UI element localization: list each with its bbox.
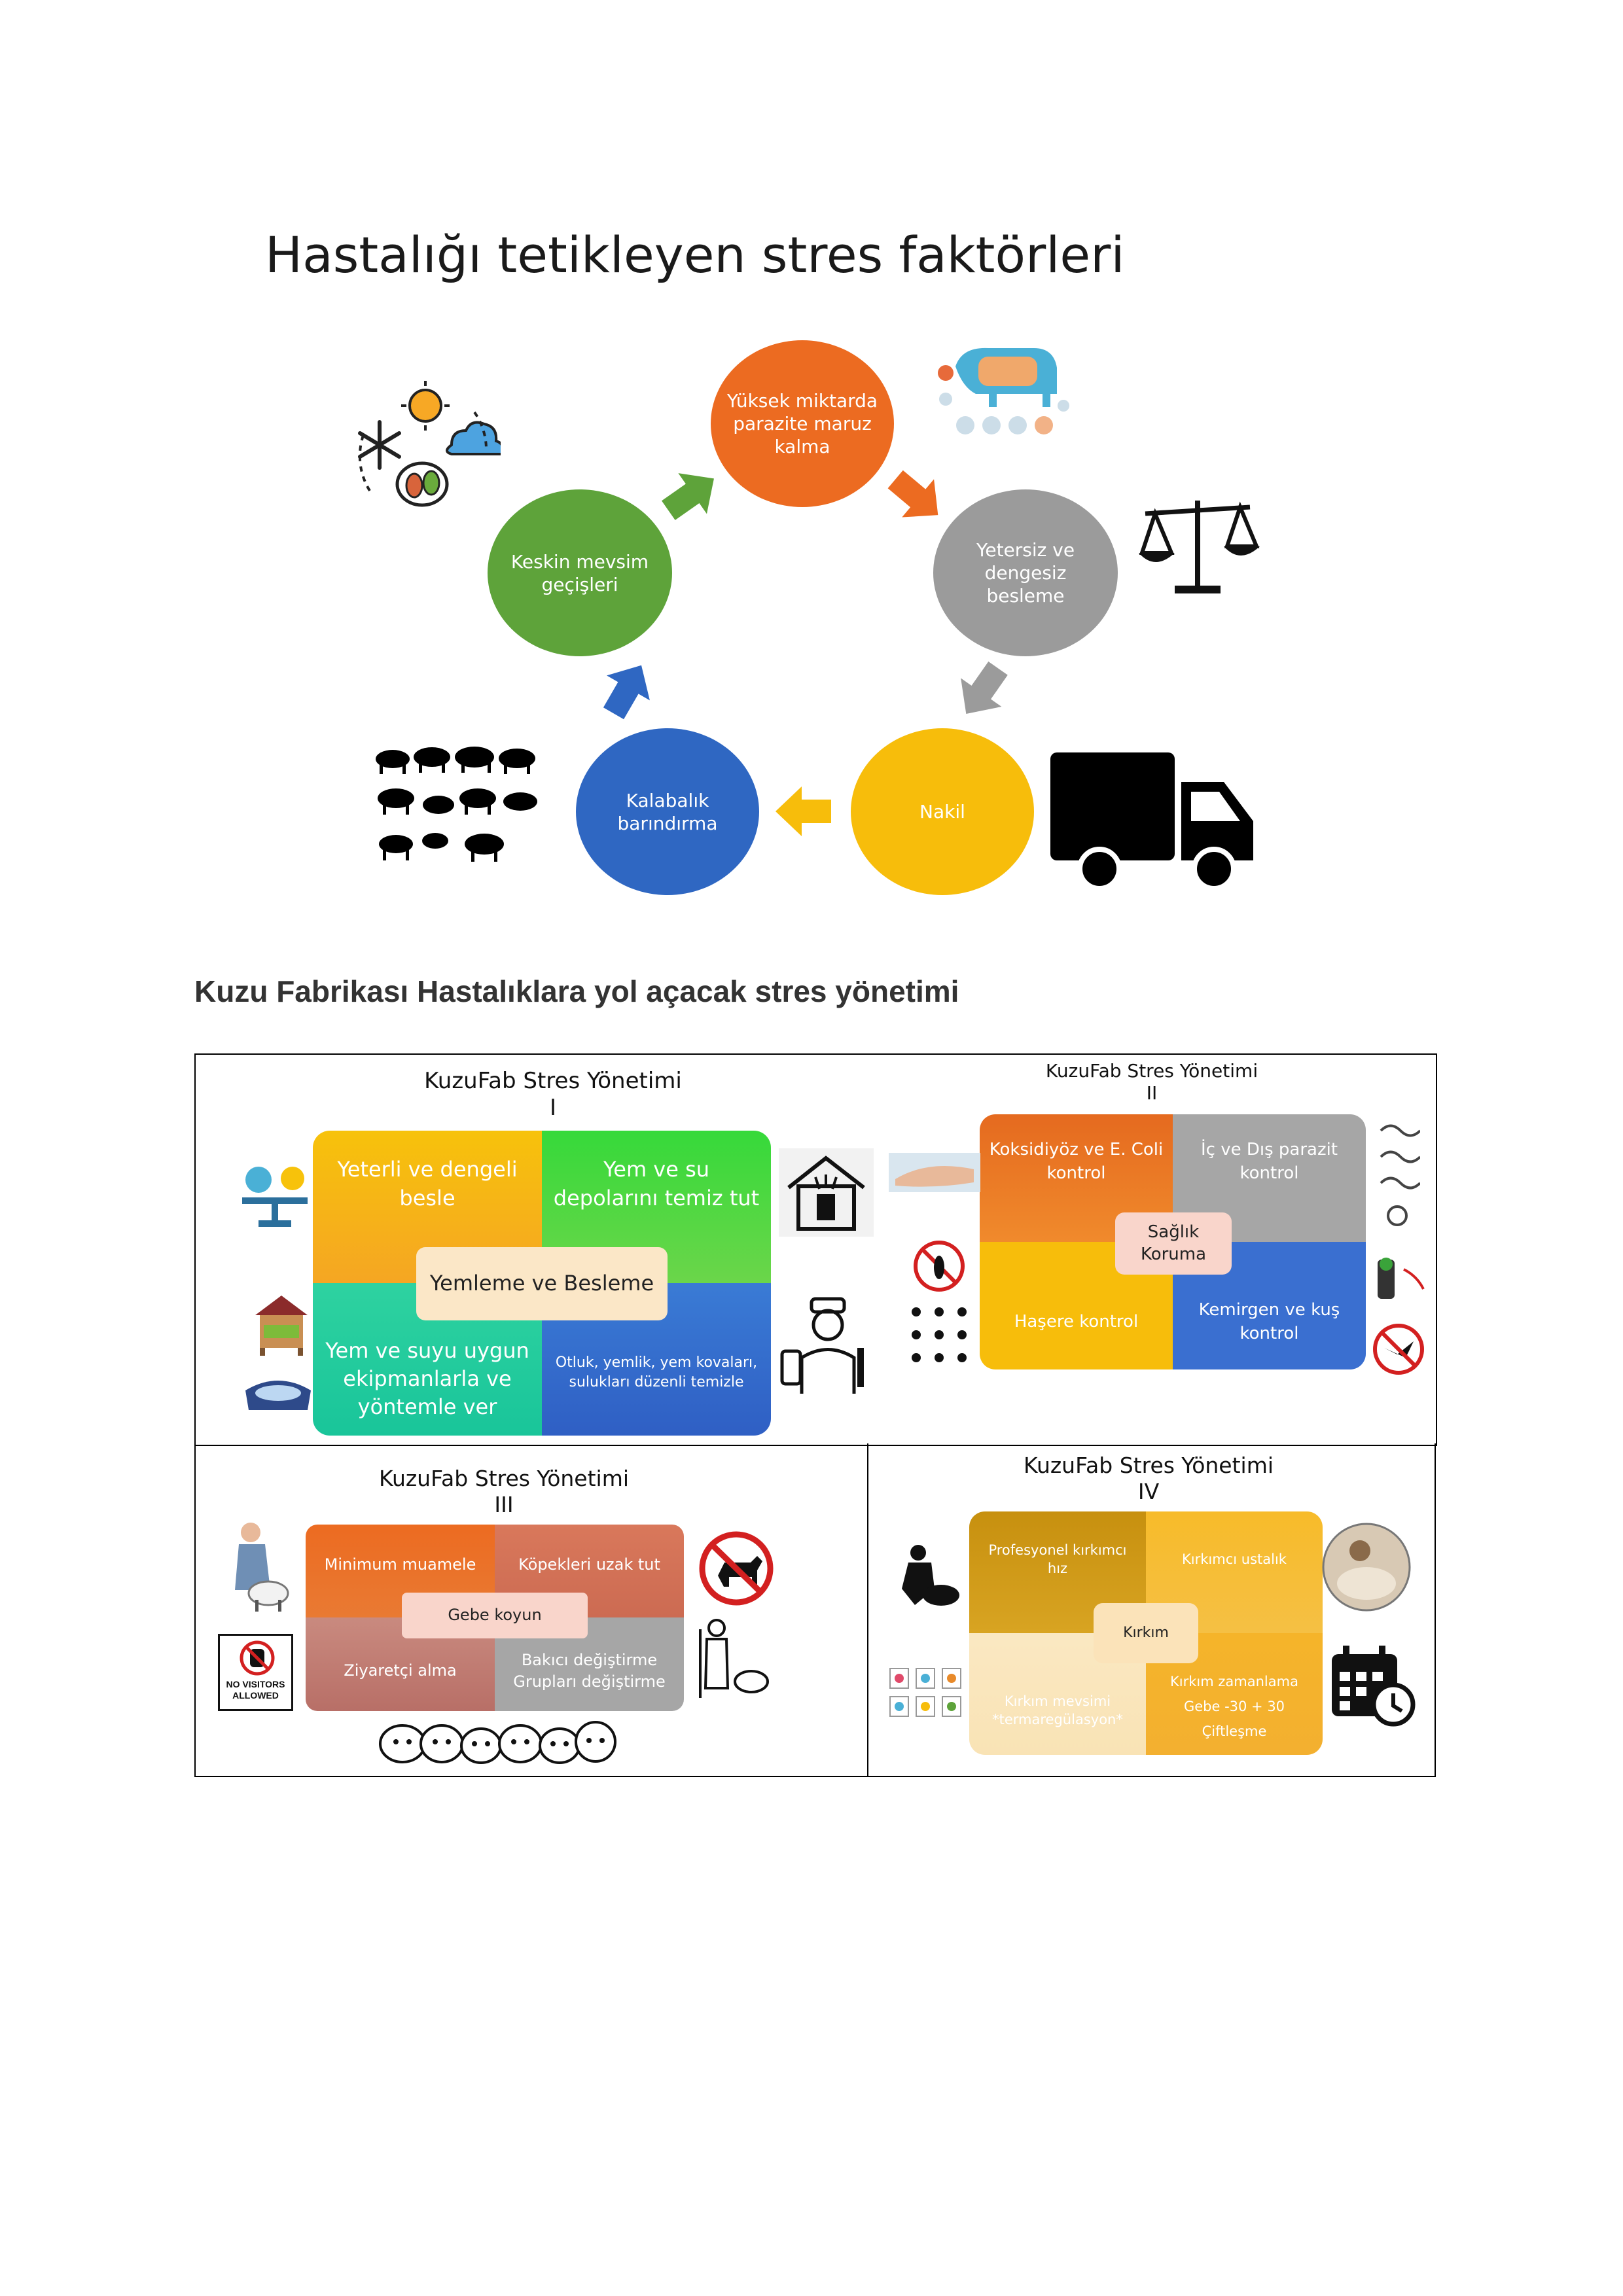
arrow-season-to-parasite <box>662 473 714 520</box>
panel-2-q1: Koksidiyöz ve E. Coli kontrol <box>980 1114 1173 1242</box>
panel-2-center: Sağlık Koruma <box>1115 1212 1232 1275</box>
shearer-icon <box>902 1545 959 1606</box>
panel-grid-top-frame <box>194 1053 1437 1446</box>
panel-4-title: KuzuFab Stres Yönetimi IV <box>1023 1453 1274 1504</box>
balance-feed-icon <box>242 1167 308 1227</box>
panel-3-quadrants: Minimum muamele Köpekleri uzak tut Ziyar… <box>306 1525 684 1711</box>
panel-1-quadrants: Yeterli ve dengeli besle Yem ve su depol… <box>313 1131 771 1436</box>
section-title: Kuzu Fabrikası Hastalıklara yol açacak s… <box>194 974 959 1008</box>
house-icon <box>779 1148 874 1237</box>
arrow-transport-to-crowding <box>776 786 831 836</box>
panel-4-center: Kırkım <box>1094 1603 1198 1663</box>
page-title: Hastalığı tetikleyen stres faktörleri <box>265 226 1125 284</box>
water-trough-icon <box>245 1381 311 1410</box>
stop-hand-icon <box>240 1640 275 1676</box>
snowflake-icon <box>358 420 401 470</box>
no-bird-icon <box>1373 1324 1424 1375</box>
weather-icon <box>358 381 501 507</box>
farmer-sheep-icon <box>235 1523 289 1612</box>
cycle-node-nutrition: Yetersiz ve dengesiz besleme <box>933 489 1118 656</box>
no-visitors-sign: NO VISITORS ALLOWED <box>218 1634 293 1711</box>
seasons-icon <box>889 1668 961 1717</box>
scales-icon <box>1139 501 1260 593</box>
panel-grid-bottom-right-frame <box>866 1443 1436 1777</box>
sheep-flock-icon <box>376 747 537 862</box>
cycle-arrows <box>603 470 1008 836</box>
sheep-row-icon <box>379 1721 616 1764</box>
arrow-crowding-to-season <box>603 665 650 720</box>
cloud-icon <box>446 421 501 455</box>
panel-3-title: KuzuFab Stres Yönetimi III <box>378 1466 630 1517</box>
cycle-node-season: Keskin mevsim geçişleri <box>488 489 672 656</box>
panel-1-title: KuzuFab Stres Yönetimi I <box>424 1068 682 1121</box>
no-visitors-sign-line1: NO VISITORS <box>226 1679 285 1689</box>
panel-2-quadrants: Koksidiyöz ve E. Coli kontrol İç ve Dış … <box>980 1114 1366 1369</box>
panel-2-title: KuzuFab Stres Yönetimi II <box>1045 1060 1258 1104</box>
worker-icon <box>780 1297 864 1394</box>
panel-1-center: Yemleme ve Besleme <box>416 1247 668 1320</box>
panel-4-quadrants: Profesyonel kırkımcı hız Kırkımcı ustalı… <box>969 1511 1323 1755</box>
no-dog-icon <box>699 1531 774 1606</box>
panel-3-center: Gebe koyun <box>402 1593 588 1638</box>
mosquito-icon <box>912 1241 967 1362</box>
shearing-photo-icon <box>1322 1523 1411 1612</box>
truck-icon <box>1050 752 1253 890</box>
panel-4-q1: Profesyonel kırkımcı hız <box>969 1511 1146 1633</box>
sheep-parasite-icon <box>938 347 1069 434</box>
feeder-icon <box>255 1296 308 1356</box>
rodent-repeller-icon <box>1378 1258 1425 1299</box>
sun-icon <box>408 389 442 423</box>
shepherd-icon <box>699 1619 769 1698</box>
no-visitors-sign-line2: ALLOWED <box>232 1690 279 1701</box>
cycle-node-transport: Nakil <box>851 728 1034 895</box>
panel-3-q3: Ziyaretçi alma <box>306 1617 495 1711</box>
hand-icon <box>889 1153 980 1192</box>
arrow-parasite-to-nutrition <box>887 470 938 518</box>
worm-icon <box>1380 1124 1420 1226</box>
cycle-node-parasite: Yüksek miktarda parazite maruz kalma <box>711 340 894 507</box>
arrow-nutrition-to-transport <box>961 662 1008 714</box>
calendar-icon <box>1332 1646 1416 1727</box>
cycle-node-crowding: Kalabalık barındırma <box>576 728 759 895</box>
panel-grid-bottom-left-frame <box>194 1443 868 1777</box>
